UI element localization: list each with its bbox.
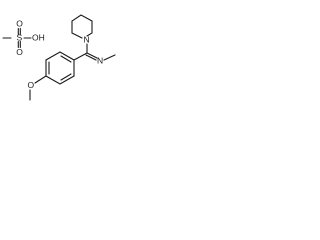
piperidine-ring: N [71,14,93,54]
benzene-inner-double-1 [60,55,72,63]
bond-amidine-to-aryl [73,52,88,61]
methanesulfonic-acid: O S O OH [2,18,45,57]
benzene-ring [34,51,75,85]
atom-hydroxyl: OH [32,33,45,43]
bond-imine-double-b [85,54,97,61]
benzene-ring-bonds [45,51,75,85]
amidine-group: N [73,52,116,65]
benzene-inner-double-2 [60,73,72,81]
bond-imine-n-methyl [103,54,116,61]
atom-oxygen-top: O [16,18,23,28]
atom-oxygen-bottom: O [16,47,23,57]
atom-piperidine-nitrogen: N [84,34,90,44]
bond-imine-double-a [86,52,98,59]
bond-ring-to-methoxy-oxygen [34,75,47,84]
methoxy-group: O [28,80,35,101]
atom-sulfur: S [17,33,23,43]
chemical-structure-diagram: O S O OH N N O [2,14,116,101]
piperidine-ring-bonds [71,14,93,39]
atom-imine-nitrogen: N [97,55,103,65]
atom-methoxy-oxygen: O [28,80,35,90]
